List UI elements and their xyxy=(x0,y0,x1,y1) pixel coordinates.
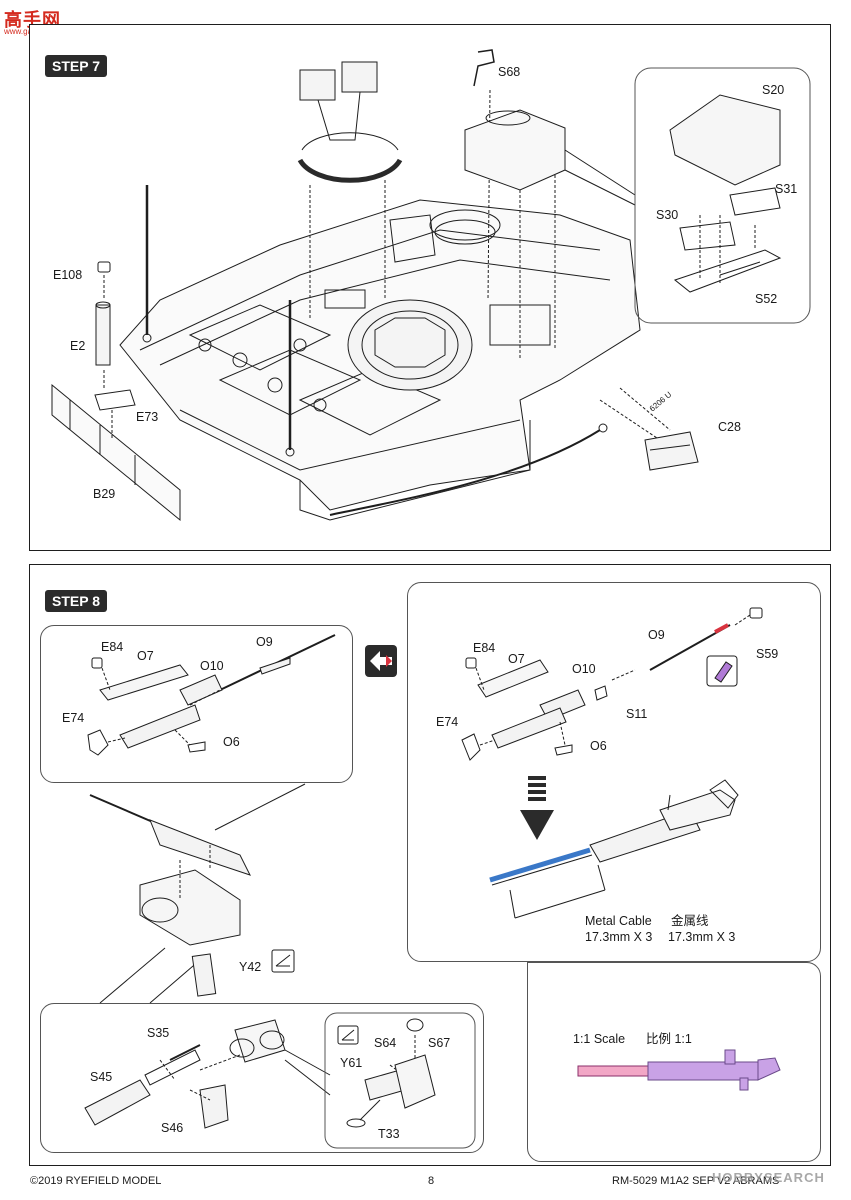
label-o6-left: O6 xyxy=(223,735,240,749)
right-detail-panel xyxy=(407,582,821,962)
label-b29: B29 xyxy=(93,487,116,501)
label-s68: S68 xyxy=(498,65,521,79)
photo-etch-icon xyxy=(272,950,294,972)
label-s52: S52 xyxy=(755,292,778,306)
swap-direction-icon xyxy=(365,645,397,677)
label-s35: S35 xyxy=(147,1026,170,1040)
metal-cable-label-cn: 金属线 xyxy=(671,914,709,928)
paint-marker-icon xyxy=(707,656,737,686)
metal-cable-size-cn: 17.3mm X 3 xyxy=(668,930,736,944)
label-e74-left: E74 xyxy=(62,711,85,725)
metal-cable-label: Metal Cable xyxy=(585,914,652,928)
label-y42: Y42 xyxy=(239,960,262,974)
step7-badge: STEP 7 xyxy=(45,55,107,77)
label-e2: E2 xyxy=(70,339,86,353)
label-s64: S64 xyxy=(374,1036,397,1050)
metal-cable-size: 17.3mm X 3 xyxy=(585,930,653,944)
label-e84-left: E84 xyxy=(101,640,124,654)
step8-badge: STEP 8 xyxy=(45,590,107,612)
label-s20: S20 xyxy=(762,83,785,97)
label-e84-right: E84 xyxy=(473,641,496,655)
label-e108: E108 xyxy=(53,268,83,282)
label-e73: E73 xyxy=(136,410,159,424)
footer-product: RM-5029 M1A2 SEP V2 ABRAMS xyxy=(612,1175,780,1187)
label-e74-right: E74 xyxy=(436,715,459,729)
label-s31: S31 xyxy=(775,182,798,196)
label-o7-left: O7 xyxy=(137,649,154,663)
scale-label: 1:1 Scale xyxy=(573,1032,626,1046)
label-o6-right: O6 xyxy=(590,739,607,753)
label-s46: S46 xyxy=(161,1121,184,1135)
scale-label-cn: 比例 1:1 xyxy=(646,1032,692,1046)
label-c28: C28 xyxy=(718,420,741,434)
label-o7-right: O7 xyxy=(508,652,525,666)
label-o10-left: O10 xyxy=(200,659,224,673)
label-s67: S67 xyxy=(428,1036,451,1050)
label-s45: S45 xyxy=(90,1070,113,1084)
label-o10-right: O10 xyxy=(572,662,596,676)
label-o9-right: O9 xyxy=(648,628,665,642)
label-o9-left: O9 xyxy=(256,635,273,649)
footer-copyright: ©2019 RYEFIELD MODEL xyxy=(30,1175,162,1187)
label-s30: S30 xyxy=(656,208,679,222)
watermark-bottom-right: HOBBYSEARCH xyxy=(712,1170,825,1185)
label-s59: S59 xyxy=(756,647,779,661)
label-s11: S11 xyxy=(626,707,648,721)
down-arrow-icon xyxy=(520,776,554,840)
page-number: 8 xyxy=(428,1175,435,1187)
label-t33: T33 xyxy=(378,1127,400,1141)
label-y61: Y61 xyxy=(340,1056,363,1070)
